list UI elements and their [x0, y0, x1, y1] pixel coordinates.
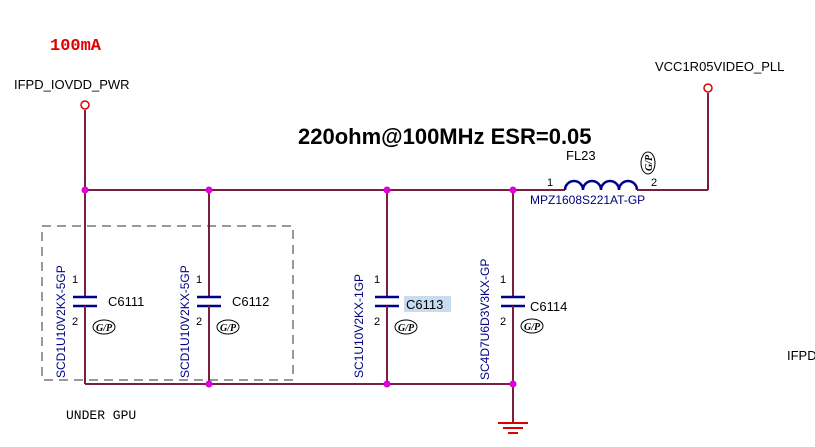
net-label-ifpd-iovdd-pwr: IFPD_IOVDD_PWR — [14, 77, 130, 92]
cap-pin2: 2 — [500, 316, 506, 328]
filter-spec-label: 220ohm@100MHz ESR=0.05 — [298, 124, 592, 149]
cap-part-number: SCD1U10V2KX-5GP — [54, 265, 68, 378]
cap-pin2: 2 — [374, 316, 380, 328]
wires — [84, 93, 709, 422]
ferrite-ref-label: FL23 — [566, 148, 596, 163]
cap-part-number: SC4D7U6D3V3KX-GP — [478, 259, 492, 380]
cap-pin1: 1 — [500, 274, 506, 286]
junction-dots — [81, 186, 517, 388]
selection-highlight — [404, 296, 451, 312]
under-gpu-region — [41, 225, 294, 381]
cap-gp-badge-icon: G/P — [394, 319, 418, 335]
cap-gp-badge-icon: G/P — [92, 319, 116, 335]
cap-part-number: SC1U10V2KX-1GP — [352, 274, 366, 378]
svg-text:G/P: G/P — [524, 322, 541, 333]
ferrite-pin2: 2 — [651, 177, 657, 189]
cap-ref-label: C6111 — [108, 294, 144, 309]
under-gpu-label: UNDER GPU — [66, 408, 136, 423]
current-note: 100mA — [50, 37, 102, 56]
cap-ref-label: C6113 — [406, 297, 443, 312]
ground-icon — [498, 422, 528, 434]
cap-gp-badge-icon: G/P — [520, 318, 544, 334]
net-label-ifpd-cut: IFPD — [787, 348, 815, 363]
cap-part-number: SCD1U10V2KX-5GP — [178, 265, 192, 378]
cap-pin1: 1 — [72, 274, 78, 286]
ferrite-bead-fl23[interactable]: FL23 1 2 MPZ1608S221AT-GP G/P — [530, 148, 660, 207]
svg-text:G/P: G/P — [398, 323, 415, 334]
cap-pin1: 1 — [374, 274, 380, 286]
svg-text:G/P: G/P — [96, 323, 113, 334]
cap-ref-label: C6114 — [530, 299, 567, 314]
cap-pin2: 2 — [72, 316, 78, 328]
cap-gp-badge-icon: G/P — [216, 319, 240, 335]
capacitor-c6111[interactable]: SCD1U10V2KX-5GP 1 2 C6111 G/P — [54, 265, 144, 378]
capacitor-c6112[interactable]: SCD1U10V2KX-5GP 1 2 C6112 G/P — [178, 265, 269, 378]
capacitor-c6114[interactable]: SC4D7U6D3V3KX-GP 1 2 C6114 G/P — [478, 259, 567, 380]
svg-text:G/P: G/P — [220, 323, 237, 334]
power-port-right-icon — [703, 83, 713, 93]
power-port-left-icon — [80, 100, 90, 110]
ferrite-gp-badge-icon: G/P — [640, 151, 656, 175]
net-label-vcc1r05video-pll: VCC1R05VIDEO_PLL — [655, 59, 784, 74]
cap-pin1: 1 — [196, 274, 202, 286]
cap-pin2: 2 — [196, 316, 202, 328]
svg-text:G/P: G/P — [644, 154, 655, 171]
inductor-coil-icon — [563, 179, 639, 191]
capacitor-c6113[interactable]: SC1U10V2KX-1GP 1 2 C6113 G/P — [352, 270, 451, 378]
cap-ref-label: C6112 — [232, 294, 269, 309]
ferrite-pin1: 1 — [547, 177, 553, 189]
ferrite-part-number: MPZ1608S221AT-GP — [530, 193, 645, 207]
